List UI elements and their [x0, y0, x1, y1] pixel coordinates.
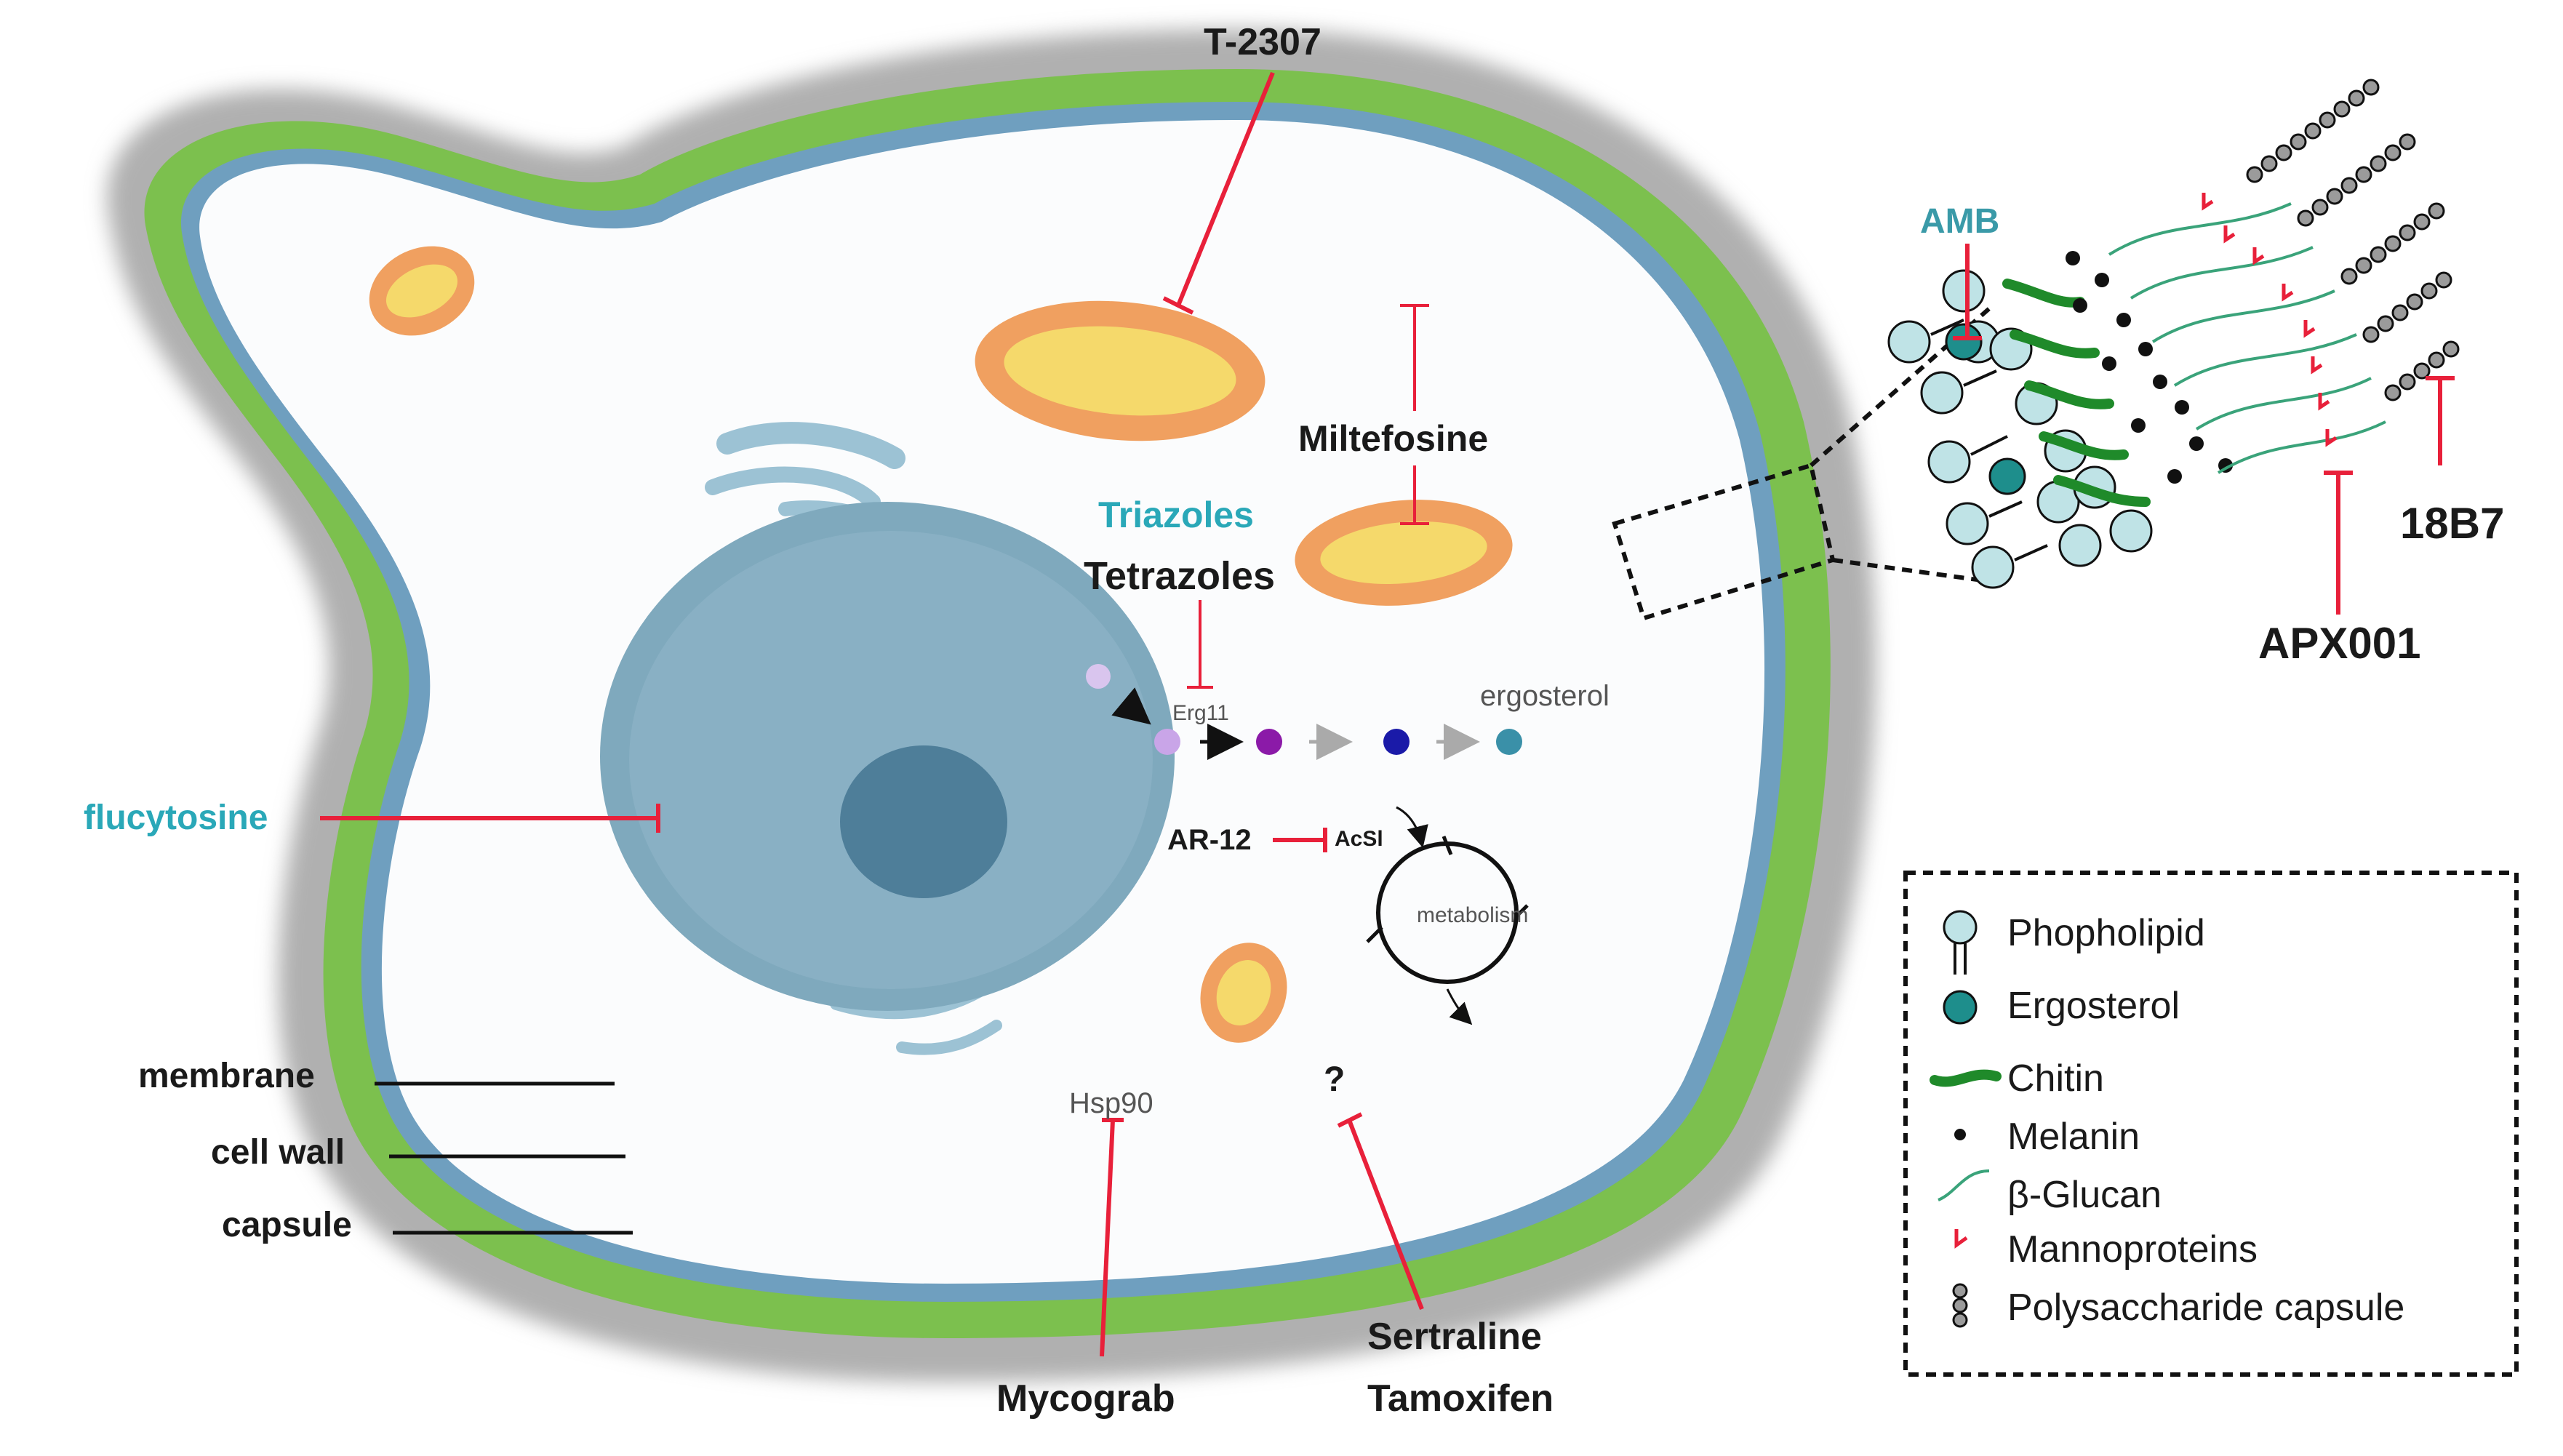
legend-label: Melanin — [2007, 1116, 2140, 1158]
mitochondrion — [1200, 943, 1287, 1043]
ergosterol-icon — [1943, 990, 1978, 1025]
mitochondria — [369, 246, 1513, 1043]
metabolism-cycle: metabolism AcSl — [1335, 806, 1529, 1025]
pathway-intermediate — [1086, 664, 1111, 689]
melanin-icon — [1954, 1129, 1966, 1140]
beta-glucan-strands — [2108, 202, 2386, 474]
metabolism-label: metabolism — [1417, 903, 1528, 927]
ergosterol-node — [1496, 729, 1522, 755]
mannoproteins — [2202, 193, 2338, 447]
tetrazoles-label: Tetrazoles — [1084, 554, 1275, 598]
mannoprotein-icon — [1954, 1229, 1968, 1249]
chitin-strands — [2002, 279, 2151, 507]
pathway-intermediate — [1383, 729, 1410, 755]
mycograb-inhibition — [1100, 1119, 1115, 1357]
chitin-icon — [1930, 1069, 2002, 1087]
legend-box — [1903, 871, 2519, 1377]
amb-label: AMB — [1920, 202, 1999, 241]
unknown-target-label: ? — [1324, 1060, 1345, 1099]
membrane-label: membrane — [138, 1057, 315, 1095]
beta-glucan-icon — [1938, 1169, 1990, 1201]
phospholipid-bilayer — [1887, 269, 2153, 589]
structure-leaders — [375, 1081, 633, 1235]
18b7-label: 18B7 — [2400, 499, 2504, 548]
miltefosine-label: Miltefosine — [1298, 418, 1488, 459]
inhibition-lines — [320, 71, 1429, 1357]
hsp90-label: Hsp90 — [1069, 1087, 1153, 1119]
triazoles-label: Triazoles — [1098, 495, 1254, 535]
nucleolus — [840, 745, 1007, 898]
structure-labels: membrane cell wall capsule — [138, 1057, 352, 1244]
lanosterol-node — [1154, 729, 1180, 755]
tamoxifen-label: Tamoxifen — [1367, 1377, 1554, 1420]
pathway-intermediate — [1256, 729, 1282, 755]
capsule-label: capsule — [222, 1206, 352, 1244]
legend: Phopholipid Ergosterol Chitin Melanin β-… — [1903, 871, 2519, 1377]
acsl-label: AcSl — [1335, 827, 1383, 851]
mitochondrion — [369, 246, 475, 336]
t2307-inhibition — [1176, 71, 1275, 307]
polysaccharide-chains — [2246, 79, 2460, 401]
flucytosine-label: flucytosine — [84, 799, 268, 837]
ar12-label: AR-12 — [1167, 824, 1252, 856]
nucleus — [600, 502, 1175, 1011]
legend-label: β-Glucan — [2007, 1174, 2162, 1216]
cell-envelope-inset: AMB — [1887, 79, 2504, 668]
cell-wall-label: cell wall — [211, 1133, 345, 1172]
ergosterol-label: ergosterol — [1480, 680, 1610, 712]
phospholipid-icon — [1943, 910, 1978, 975]
mitochondrion — [1295, 500, 1513, 606]
legend-label: Mannoproteins — [2007, 1228, 2258, 1271]
mycograb-label: Mycograb — [996, 1377, 1175, 1420]
t2307-label: T-2307 — [1204, 21, 1322, 63]
sertraline-label: Sertraline — [1367, 1316, 1542, 1358]
legend-label: Phopholipid — [2007, 912, 2205, 954]
sertraline-inhibition — [1347, 1119, 1424, 1311]
legend-label: Chitin — [2007, 1057, 2104, 1100]
legend-label: Polysaccharide capsule — [2007, 1287, 2404, 1329]
legend-label: Ergosterol — [2007, 985, 2180, 1027]
drug-labels: T-2307 Miltefosine Triazoles Tetrazoles … — [84, 21, 1554, 1420]
erg11-label: Erg11 — [1172, 701, 1229, 725]
polysaccharide-capsule-icon — [1952, 1283, 1968, 1328]
mitochondrion — [975, 300, 1265, 441]
apx001-label: APX001 — [2258, 619, 2420, 668]
ergosterol-pathway: Erg11 ergosterol — [1086, 664, 1610, 760]
